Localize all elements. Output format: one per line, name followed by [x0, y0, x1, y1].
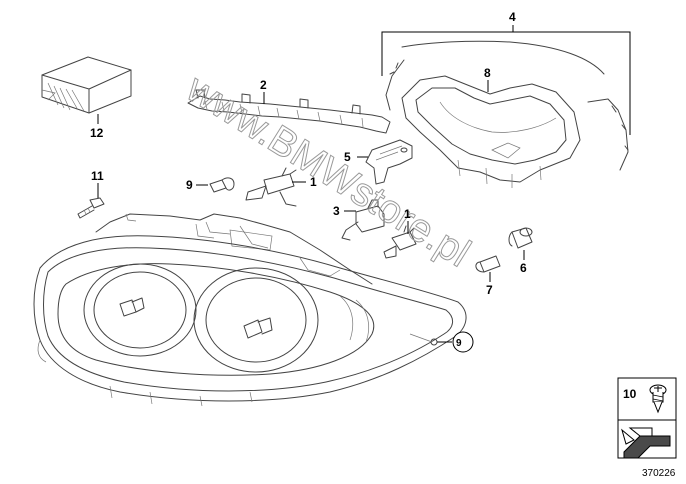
callout-5: 5: [344, 150, 351, 164]
callout-7: 7: [486, 283, 493, 297]
bracket-4: [381, 31, 631, 135]
callout-2: 2: [260, 78, 267, 92]
part-9-small-bulb: [209, 177, 235, 193]
callout-12: 12: [90, 126, 104, 140]
callout-4: 4: [509, 10, 516, 24]
part-1-bulb-upper: [245, 167, 297, 207]
callout-1-upper: 1: [310, 175, 317, 189]
callout-6: 6: [520, 261, 527, 275]
part-4-seal-wire: [385, 40, 629, 171]
headlight-housing: [33, 213, 467, 407]
part-2-bracket: [187, 89, 391, 134]
callout-10-circle: [452, 331, 474, 353]
part-3-socket: [341, 199, 385, 241]
legend-box: 10: [617, 377, 677, 459]
part-11-screw: [77, 197, 105, 219]
part-1-bulb-lower: [383, 225, 417, 259]
part-6-holder: [508, 227, 533, 249]
callout-9: 9: [186, 178, 193, 192]
doc-number: 370226: [642, 468, 676, 479]
callout-3: 3: [333, 204, 340, 218]
callout-10: 9: [456, 338, 462, 349]
part-12-box: [41, 56, 132, 114]
screw-icon: [649, 384, 667, 414]
part-8-frame: [401, 75, 581, 188]
arrow-icon: [621, 427, 671, 459]
callout-1-lower: 1: [404, 207, 411, 221]
legend-number: 10: [623, 387, 637, 401]
callout-11: 11: [91, 169, 104, 183]
callout-8: 8: [484, 66, 491, 80]
part-7-bulb: [475, 255, 501, 273]
part-5-clip: [365, 139, 413, 185]
